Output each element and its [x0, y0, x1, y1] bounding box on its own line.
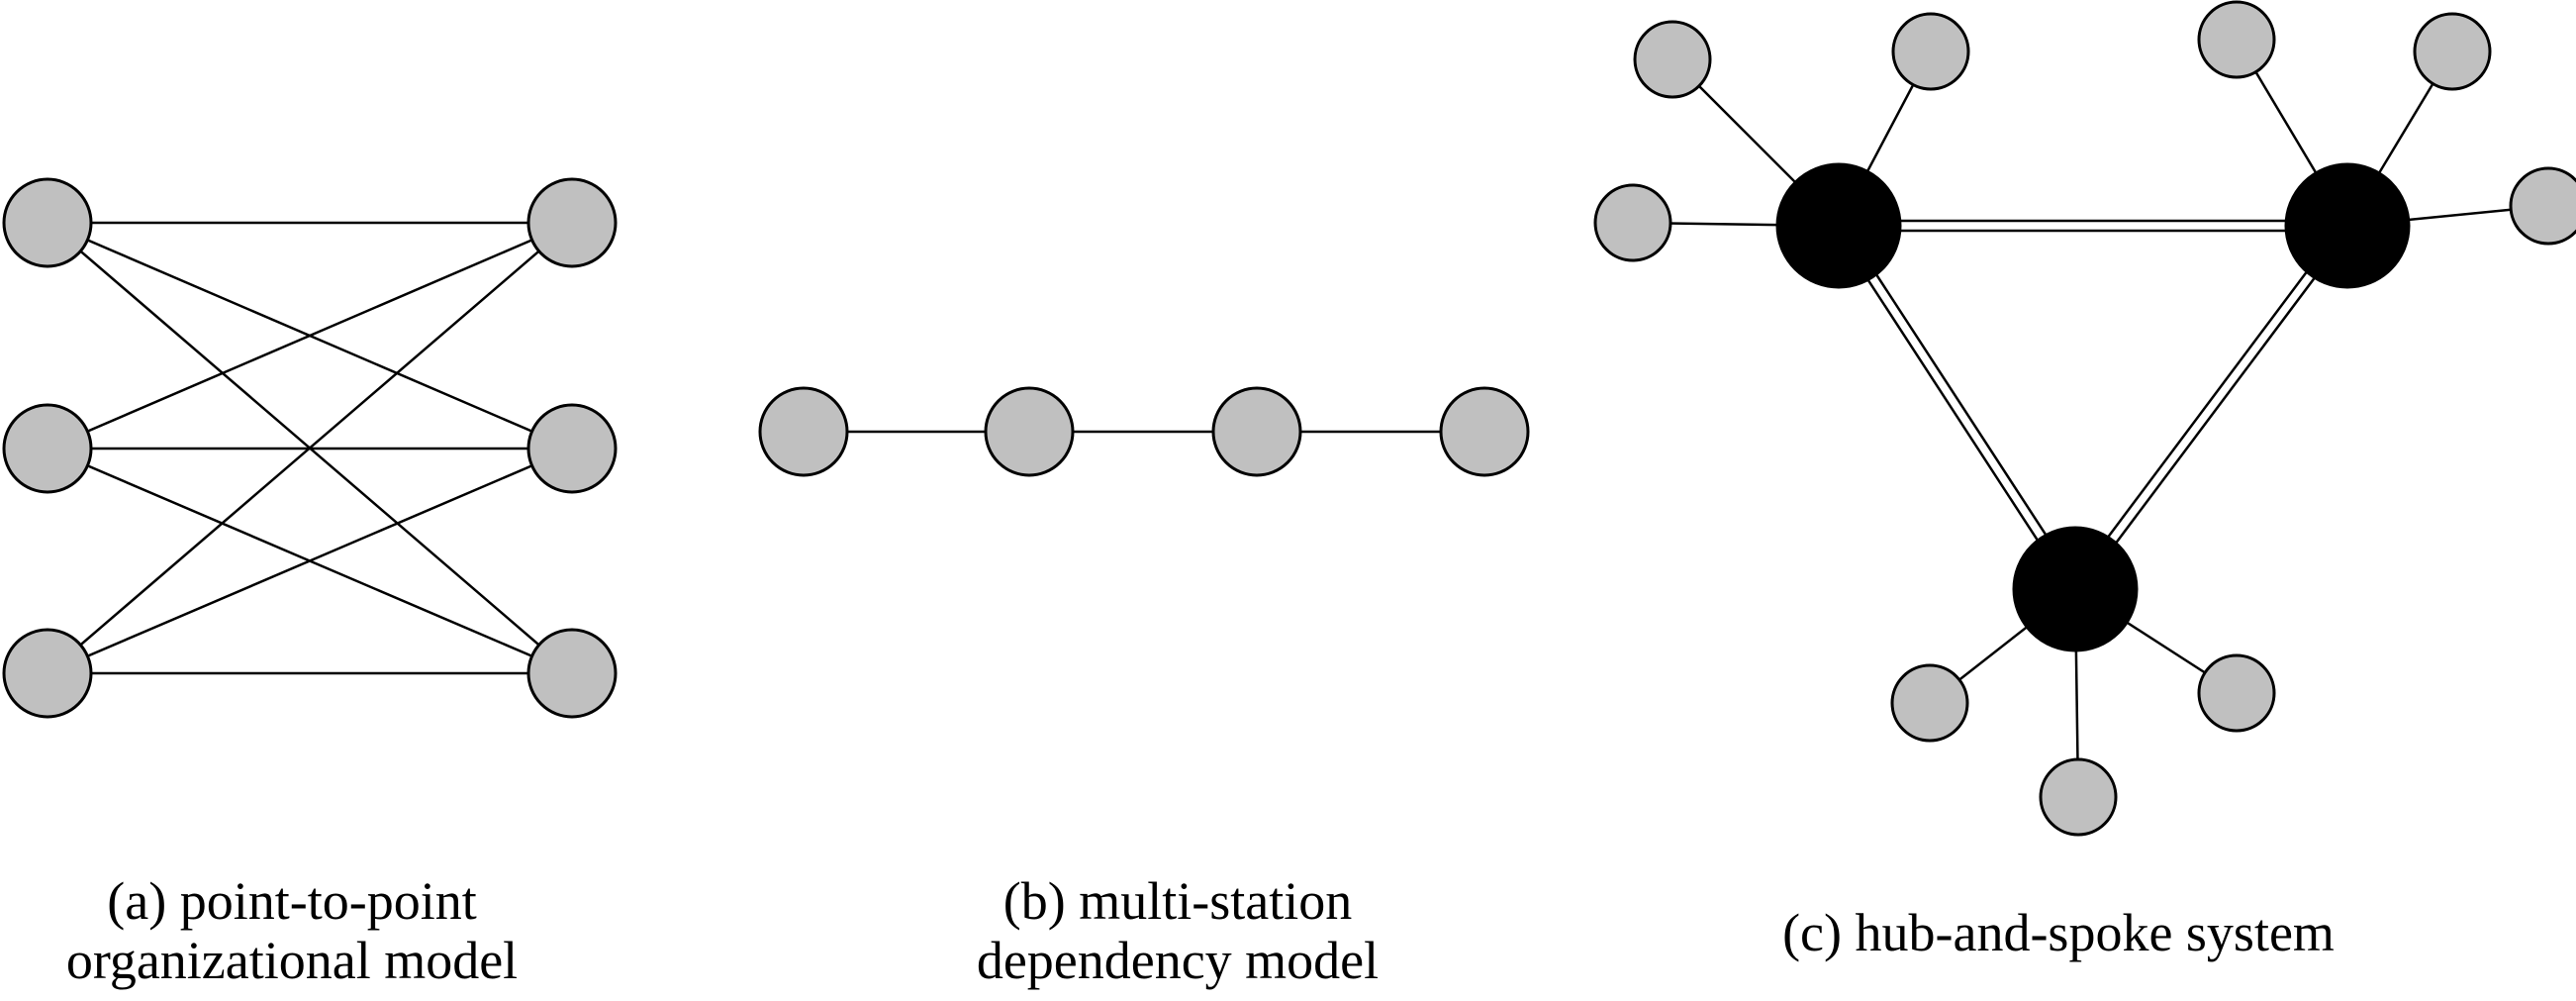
hub-node	[1775, 162, 1902, 289]
node	[526, 628, 618, 719]
edge	[47, 222, 573, 674]
node	[758, 386, 849, 477]
satellite-node	[1593, 183, 1672, 262]
hub-link-edge	[1842, 222, 2081, 587]
caption-line: dependency model	[976, 931, 1380, 990]
caption-hub-and-spoke: (c) hub-and-spoke system	[1702, 903, 2415, 962]
caption-line: organizational model	[65, 931, 519, 990]
caption-point-to-point: (a) point-to-point organizational model	[35, 871, 549, 990]
satellite-node	[1890, 663, 1969, 743]
satellite-node	[2197, 653, 2276, 733]
hub-node	[2284, 162, 2411, 289]
hub-link-edge	[1833, 228, 2072, 593]
node	[2, 403, 93, 494]
satellite-node	[1891, 12, 1970, 91]
caption-line: (a) point-to-point	[107, 871, 477, 931]
node	[1211, 386, 1302, 477]
node	[1439, 386, 1530, 477]
satellite-node	[1633, 20, 1712, 99]
satellite-node	[2197, 0, 2276, 79]
node	[526, 177, 618, 268]
node	[984, 386, 1075, 477]
hub-link-edge	[2069, 222, 2344, 587]
caption-line: (c) hub-and-spoke system	[1782, 903, 2335, 962]
hub-link-edge	[2078, 228, 2353, 593]
hub-node	[2012, 526, 2139, 652]
caption-line: (b) multi-station	[1002, 871, 1353, 931]
satellite-node	[2413, 12, 2492, 91]
edge	[47, 221, 573, 450]
multi-station-diagram	[758, 386, 1530, 477]
node	[2, 628, 93, 719]
node	[526, 403, 618, 494]
caption-multi-station: (b) multi-station dependency model	[871, 871, 1484, 990]
point-to-point-diagram	[2, 177, 618, 719]
satellite-node	[2039, 757, 2118, 837]
satellite-node	[2509, 166, 2576, 246]
hub-and-spoke-diagram	[1593, 0, 2576, 837]
edge	[47, 447, 573, 675]
node	[2, 177, 93, 268]
